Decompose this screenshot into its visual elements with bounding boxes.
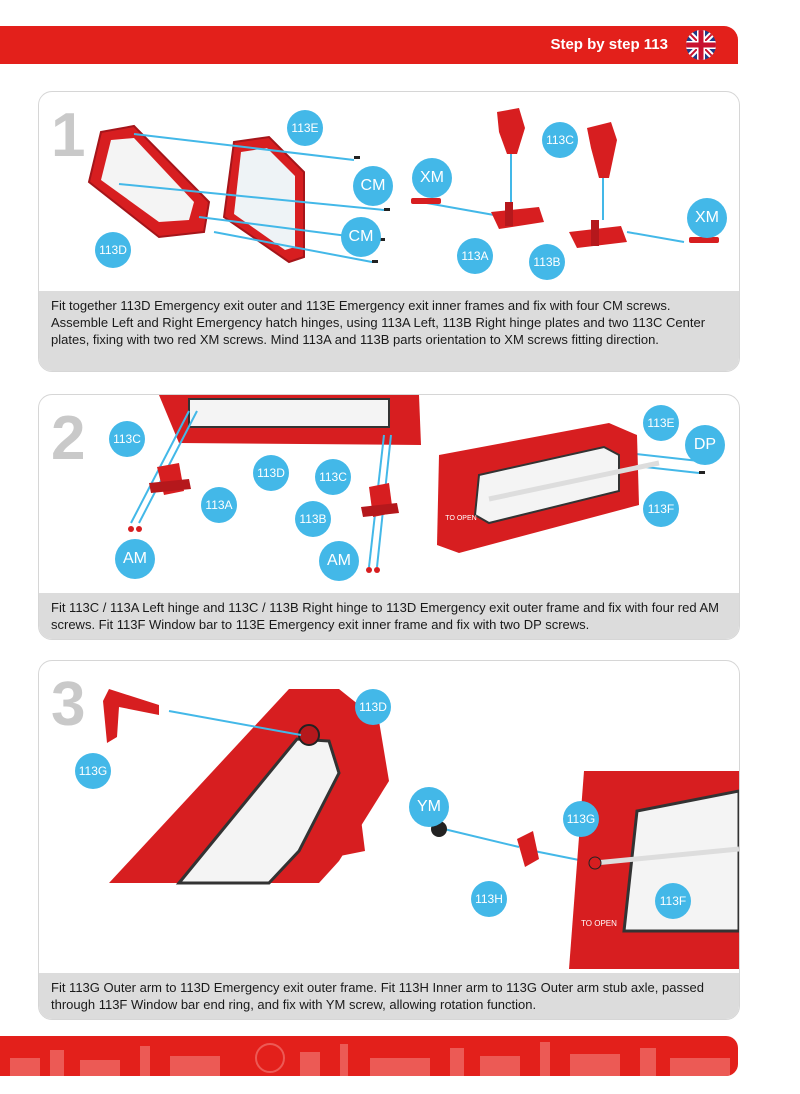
step-3-illustration [103,689,739,969]
label-113g-right: 113G [563,801,599,837]
label-113f: 113F [655,883,691,919]
step-1-panel: 1 113E CM CM 113D XM 113C XM 113A 113B F… [38,91,740,372]
label-113f: 113F [643,491,679,527]
step-3-caption: Fit 113G Outer arm to 113D Emergency exi… [39,973,739,1019]
label-113b: 113B [295,501,331,537]
label-113a: 113A [457,238,493,274]
step-1-caption: Fit together 113D Emergency exit outer a… [39,291,739,371]
label-xm-left: XM [412,158,452,198]
label-113g-left: 113G [75,753,111,789]
label-113d: 113D [95,232,131,268]
step-2-caption: Fit 113C / 113A Left hinge and 113C / 11… [39,593,739,639]
label-113c: 113C [542,122,578,158]
label-113c-left: 113C [109,421,145,457]
to-open-marking: TO OPEN [581,919,617,928]
label-cm-top: CM [353,166,393,206]
label-ym: YM [409,787,449,827]
page-title: Step by step 113 [550,36,668,53]
label-am-left: AM [115,539,155,579]
label-am-right: AM [319,541,359,581]
label-113e: 113E [643,405,679,441]
label-113d: 113D [253,455,289,491]
uk-flag-icon [686,30,716,60]
step-number: 1 [51,101,86,170]
label-113c-right: 113C [315,459,351,495]
label-113d: 113D [355,689,391,725]
step-3-panel: 3 113G 113D YM 113G 113H 113F TO OPEN Fi… [38,660,740,1020]
page-header: Step by step 113 [0,26,738,64]
label-113a: 113A [201,487,237,523]
step-number: 2 [51,404,86,473]
to-open-marking: TO OPEN [445,515,477,522]
label-113b: 113B [529,244,565,280]
label-dp: DP [685,425,725,465]
label-113h: 113H [471,881,507,917]
label-cm-bottom: CM [341,217,381,257]
step-number: 3 [51,670,86,739]
step-2-illustration [128,395,705,573]
label-113e: 113E [287,110,323,146]
page-footer [0,1036,738,1076]
label-xm-right: XM [687,198,727,238]
step-1-illustration [87,108,719,264]
london-skyline-decoration [10,1042,730,1076]
step-2-panel: 2 113C 113D 113A AM 113C 113B AM 113E DP… [38,394,740,640]
